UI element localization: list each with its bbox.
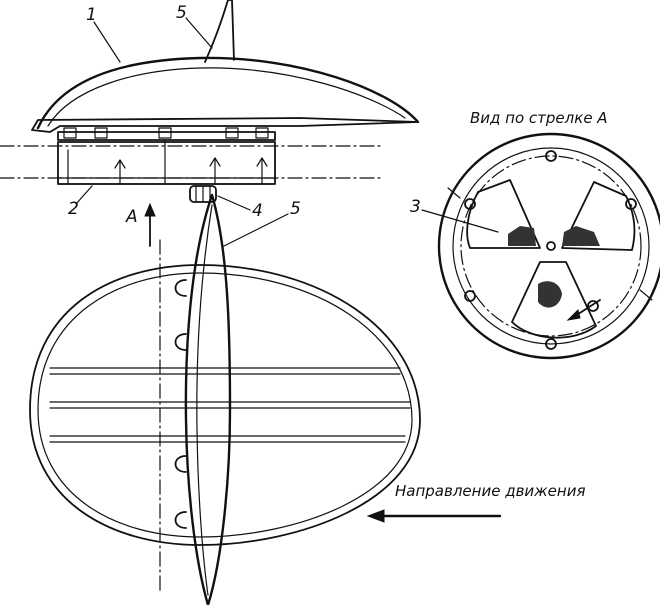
label-part-1: 1 <box>86 5 97 25</box>
plan-view <box>29 193 421 607</box>
view-a <box>437 132 660 360</box>
fin-top <box>204 0 235 63</box>
cover-dome <box>36 56 420 130</box>
cover-inner-edge <box>47 67 406 127</box>
inner-ring <box>452 147 650 345</box>
caption-view-arrow-a: Вид по стрелке A <box>470 109 608 127</box>
label-part-3: 3 <box>410 197 421 217</box>
cover-rim <box>31 117 419 133</box>
leader-lines <box>75 17 499 247</box>
bolt-circle <box>460 155 642 337</box>
label-part-5-top: 5 <box>176 3 187 23</box>
label-part-4: 4 <box>252 201 263 221</box>
base-plate <box>57 131 276 141</box>
egg-outline-outer <box>29 264 421 546</box>
egg-outline-inner <box>37 272 413 538</box>
window-bottom <box>511 261 597 339</box>
side-view <box>0 0 420 203</box>
label-part-5-mid: 5 <box>290 199 301 219</box>
outer-ring <box>437 132 660 360</box>
fin-notches <box>174 279 187 529</box>
arrow-a <box>144 202 156 247</box>
centre-hole <box>546 241 556 251</box>
label-part-2: 2 <box>68 199 79 219</box>
window-right <box>561 181 636 251</box>
caption-direction-of-motion: Направление движения <box>395 482 585 500</box>
label-arrow-a: A <box>125 207 138 227</box>
window-left <box>466 179 541 249</box>
mesh-patches <box>508 226 600 308</box>
top-nuts <box>63 127 269 139</box>
rotation-arrow <box>566 299 601 321</box>
direction-arrow <box>366 509 502 523</box>
